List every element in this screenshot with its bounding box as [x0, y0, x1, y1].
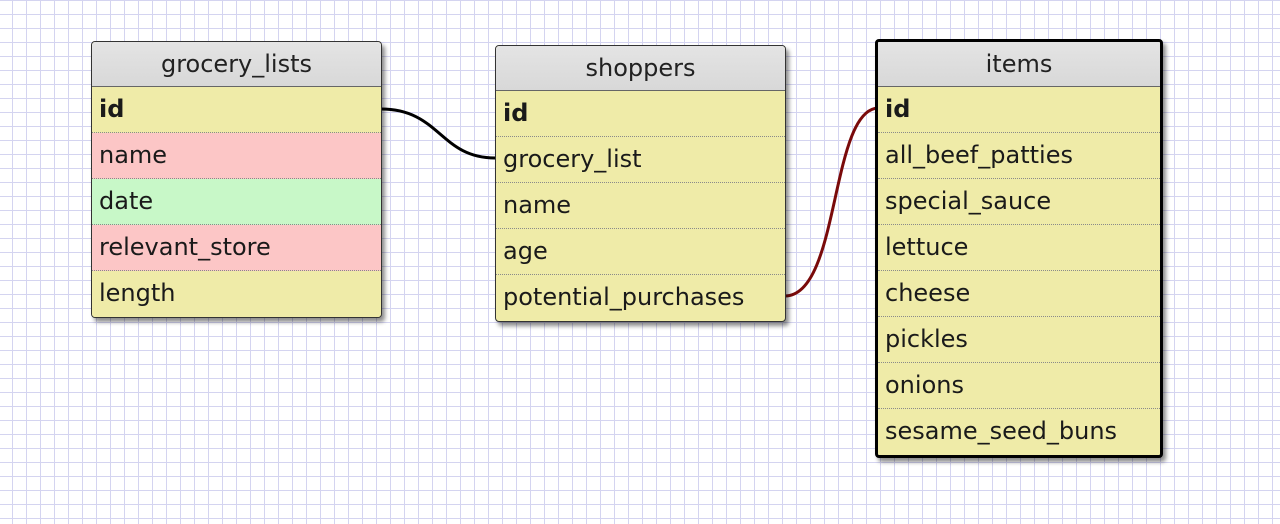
table-row-sesame-seed-buns[interactable]: sesame_seed_buns — [885, 417, 1118, 445]
table-row-onions[interactable]: onions — [878, 363, 1160, 409]
table-title[interactable]: grocery_lists — [92, 42, 381, 87]
table-row-cheese[interactable]: cheese — [878, 271, 1160, 317]
table-row-relevant-store[interactable]: relevant_store — [92, 225, 381, 271]
table-row-id[interactable]: id — [878, 87, 1160, 133]
table-row-id[interactable]: id — [496, 91, 785, 137]
table-row-date[interactable]: date — [92, 179, 381, 225]
table-row-grocery-list[interactable]: grocery_list — [496, 137, 785, 183]
table-row-length[interactable]: length — [92, 271, 381, 317]
table-row-all-beef-patties[interactable]: all_beef_patties — [878, 133, 1160, 179]
table-row-id[interactable]: id — [92, 87, 381, 133]
relation-shoppers-items[interactable] — [784, 106, 879, 298]
table-title[interactable]: items — [878, 42, 1160, 87]
table-row-special-sauce[interactable]: special_sauce — [878, 179, 1160, 225]
table-row-potential-purchases[interactable]: potential_purchases — [503, 283, 745, 311]
table-shoppers[interactable]: shoppers id grocery_list name age potent… — [495, 45, 786, 322]
table-row-age[interactable]: age — [496, 229, 785, 275]
table-row-name[interactable]: name — [92, 133, 381, 179]
table-title[interactable]: shoppers — [496, 46, 785, 91]
table-row-lettuce[interactable]: lettuce — [878, 225, 1160, 271]
table-grocery-lists[interactable]: grocery_lists id name date relevant_stor… — [91, 41, 382, 318]
relation-grocery-lists-shoppers[interactable] — [380, 107, 496, 160]
table-row-name[interactable]: name — [496, 183, 785, 229]
table-items[interactable]: items id all_beef_patties special_sauce … — [875, 39, 1163, 458]
table-row-pickles[interactable]: pickles — [878, 317, 1160, 363]
